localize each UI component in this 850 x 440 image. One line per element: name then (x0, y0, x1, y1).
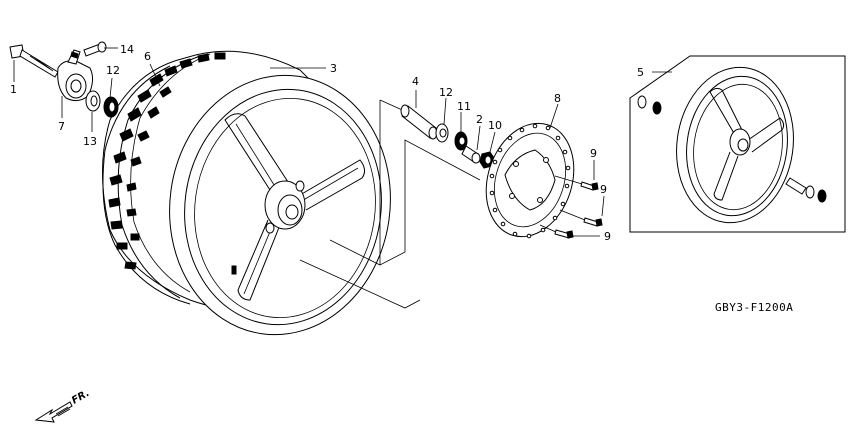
dust-seal-left (85, 90, 101, 112)
axle-spacer (400, 104, 438, 140)
front-direction-arrow: FR. (34, 388, 92, 423)
callout-10: 10 (488, 119, 502, 132)
collar (461, 145, 481, 164)
bearing-right (454, 131, 468, 151)
diagram-code: GBY3-F1200A (715, 301, 793, 314)
callout-9-bottom: 9 (604, 230, 611, 243)
wheel-rim (169, 74, 391, 336)
screw-14 (83, 41, 107, 57)
speedometer-gearbox (57, 49, 94, 102)
callout-12-left: 12 (106, 64, 120, 77)
disk-bolts (539, 175, 603, 239)
leader-lines (13, 47, 672, 237)
callout-5: 5 (637, 66, 644, 79)
callout-2: 2 (476, 113, 483, 126)
wheel-assembly-inset (629, 55, 846, 233)
callout-14: 14 (120, 43, 134, 56)
tire (102, 50, 381, 313)
assembly-guide-lines (299, 99, 481, 309)
callout-11: 11 (457, 100, 471, 113)
bearing-left (103, 96, 119, 118)
callout-9-top: 9 (590, 147, 597, 160)
callout-3: 3 (330, 62, 337, 75)
callout-6: 6 (144, 50, 151, 63)
axle-bolt (9, 44, 59, 78)
front-direction-label: FR. (70, 388, 92, 407)
callout-7: 7 (58, 120, 65, 133)
callout-12-right: 12 (439, 86, 453, 99)
callout-labels: 1 7 14 6 12 13 3 4 12 11 2 10 8 9 9 9 5 (10, 43, 644, 243)
brake-disk-holes (489, 123, 571, 239)
brake-disk (485, 122, 575, 239)
callout-1: 1 (10, 83, 17, 96)
dust-seal-right (435, 123, 449, 143)
callout-13: 13 (83, 135, 97, 148)
callout-9-middle: 9 (600, 183, 607, 196)
callout-8: 8 (554, 92, 561, 105)
tire-tread (108, 52, 226, 270)
callout-4: 4 (412, 75, 419, 88)
